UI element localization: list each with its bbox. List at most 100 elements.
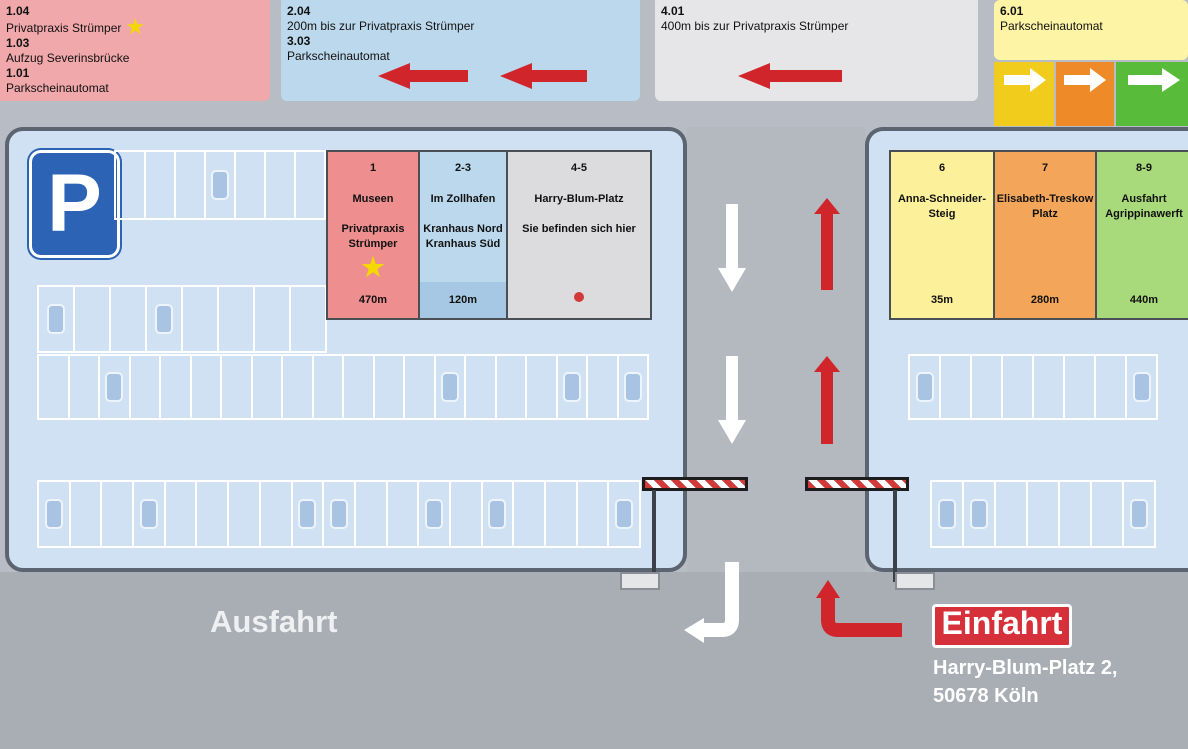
- parking-stall: [217, 287, 253, 351]
- parking-stall: [353, 482, 386, 546]
- parking-stall: [294, 152, 326, 218]
- stall-row: [930, 480, 1156, 548]
- parking-stall: [227, 482, 259, 546]
- address: Harry-Blum-Platz 2, 50678 Köln: [933, 654, 1118, 710]
- zone-4-5[interactable]: 4-5 Harry-Blum-Platz Sie befinden sich h…: [506, 152, 650, 318]
- parking-stall: [181, 287, 217, 351]
- info-code: 1.03: [6, 36, 30, 50]
- car-icon: [425, 499, 444, 529]
- entry-label: Einfahrt: [941, 605, 1063, 641]
- parking-stall: [385, 482, 418, 546]
- parking-stall: [1125, 356, 1158, 418]
- car-icon: [298, 499, 317, 529]
- zone-number: 6: [938, 162, 946, 174]
- entry-turn-arrow-icon: [816, 580, 902, 637]
- parking-stall: [132, 482, 164, 546]
- zone-panel-right: 6 Anna-Schneider-Steig 35m 7 Elisabeth-T…: [889, 150, 1188, 320]
- parking-sign: P: [29, 150, 120, 258]
- parking-stall: [234, 152, 264, 218]
- parking-stall: [586, 356, 617, 418]
- info-text: Parkscheinautomat: [1000, 19, 1103, 33]
- parking-stall: [616, 356, 649, 418]
- parking-stall: [544, 482, 576, 546]
- parking-stall: [372, 356, 404, 418]
- car-icon: [488, 499, 507, 529]
- parking-stall: [100, 482, 132, 546]
- down-arrow-icon: [718, 204, 746, 292]
- zone-subtitle: Sie befinden sich hier: [522, 223, 636, 235]
- parking-stall: [159, 356, 190, 418]
- car-icon: [615, 499, 634, 529]
- parking-stall: [342, 356, 373, 418]
- exit-label: Ausfahrt: [210, 604, 338, 639]
- parking-stall: [480, 482, 513, 546]
- parking-stall: [1094, 356, 1125, 418]
- info-card-yellow: 6.01 Parkscheinautomat: [994, 0, 1188, 60]
- barrier-base: [620, 572, 660, 590]
- info-code: 1.04: [6, 4, 30, 18]
- zone-title: Museen: [352, 193, 394, 205]
- info-code: 1.01: [6, 66, 30, 80]
- parking-stall: [98, 356, 129, 418]
- parking-stall: [1122, 482, 1156, 546]
- info-card-red: 1.04 Privatpraxis Strümper★ 1.03 Aufzug …: [0, 0, 270, 101]
- parking-stall: [908, 356, 939, 418]
- zone-title: Elisabeth-Treskow Platz: [996, 193, 1094, 220]
- left-arrow-icon: [378, 63, 468, 89]
- stall-row: [37, 480, 642, 548]
- parking-stall: [994, 482, 1026, 546]
- parking-stall: [128, 356, 160, 418]
- info-text: Privatpraxis Strümper★: [6, 14, 146, 39]
- stall-row: [37, 354, 649, 420]
- parking-stall: [322, 482, 354, 546]
- parking-stall: [1001, 356, 1032, 418]
- zone-subtitle: Kranhaus Nord Kranhaus Süd: [423, 223, 503, 250]
- car-icon: [440, 372, 459, 402]
- address-line-2: 50678 Köln: [933, 685, 1039, 707]
- parking-stall: [220, 356, 251, 418]
- exit-barrier: [642, 477, 748, 491]
- parking-stall: [575, 482, 608, 546]
- zone-distance: 470m: [328, 282, 418, 318]
- zone-distance: 120m: [420, 282, 506, 318]
- parking-stall: [939, 356, 970, 418]
- zone-number: 4-5: [571, 162, 587, 174]
- stall-row: [114, 150, 326, 220]
- parking-stall: [144, 152, 174, 218]
- info-text: Parkscheinautomat: [6, 81, 109, 95]
- barrier-base: [895, 572, 935, 590]
- zone-distance: 35m: [930, 294, 954, 306]
- direction-block-yellow: [994, 62, 1054, 126]
- info-code: 4.01: [661, 4, 685, 18]
- stall-row: [908, 354, 1158, 420]
- address-line-1: Harry-Blum-Platz 2,: [933, 657, 1118, 679]
- car-icon: [139, 499, 158, 529]
- car-icon: [47, 304, 65, 334]
- driveway: [687, 127, 865, 572]
- parking-stall: [109, 287, 145, 351]
- car-icon: [1130, 499, 1148, 529]
- zone-8-9[interactable]: 8-9 Ausfahrt Agrippinawerft 440m: [1095, 152, 1188, 318]
- zone-7[interactable]: 7 Elisabeth-Treskow Platz 280m: [993, 152, 1095, 318]
- barrier-post: [893, 490, 897, 582]
- zone-6[interactable]: 6 Anna-Schneider-Steig 35m: [891, 152, 993, 318]
- info-code: 2.04: [287, 4, 311, 18]
- parking-stall: [37, 482, 69, 546]
- zone-1[interactable]: 1 Museen Privatpraxis Strümper ★ 470m: [328, 152, 418, 318]
- car-icon: [44, 499, 63, 529]
- parking-stall: [250, 356, 282, 418]
- car-icon: [155, 304, 173, 334]
- car-icon: [623, 372, 642, 402]
- zone-subtitle: Privatpraxis Strümper: [341, 223, 405, 250]
- info-code: 3.03: [287, 34, 311, 48]
- parking-stall: [189, 356, 221, 418]
- zone-panel-left: 1 Museen Privatpraxis Strümper ★ 470m 2-…: [326, 150, 652, 320]
- info-text: 200m bis zur Privatpraxis Strümper: [287, 19, 475, 33]
- parking-stall: [145, 287, 181, 351]
- zone-2-3[interactable]: 2-3 Im Zollhafen Kranhaus Nord Kranhaus …: [418, 152, 506, 318]
- parking-stall: [311, 356, 343, 418]
- parking-stall: [1032, 356, 1063, 418]
- star-icon: ★: [125, 14, 146, 39]
